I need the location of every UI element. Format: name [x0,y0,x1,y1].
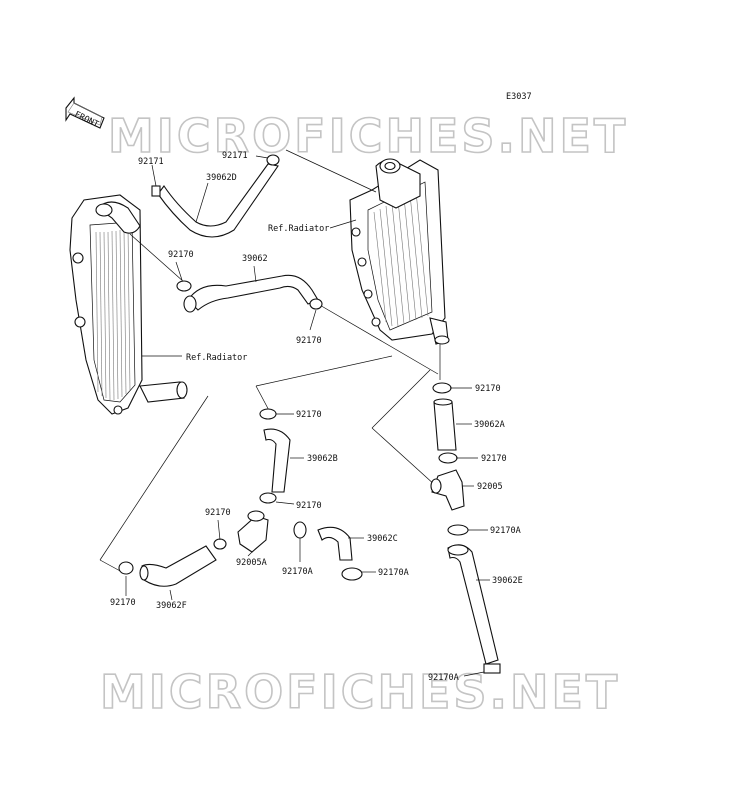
label-92170A-end: 92170A [428,673,459,683]
clamp-92170-mid-icon [309,298,323,310]
front-arrow-icon: FRONT [65,96,105,130]
clamp-92170-center-1-icon [259,408,277,420]
label-92005: 92005 [477,482,503,492]
hose-39062E [447,544,499,665]
label-39062C: 39062C [367,534,398,544]
label-92170A-bottom: 92170A [378,568,409,578]
hose-39062B [263,428,291,493]
clamp-92170A-lower-icon [293,521,307,539]
label-92170-mid: 92170 [296,336,322,346]
clamp-92170-left-fitting-icon [213,538,227,550]
clamp-92170-center-2-icon [259,492,277,504]
leader-lines [125,155,490,677]
clamp-92171-left-icon [151,185,161,197]
fitting-92005A [237,515,269,553]
hose-39062D [157,163,279,238]
label-92171-left: 92171 [138,157,164,167]
hose-39062F [141,545,217,587]
label-92170-bottom-left: 92170 [110,598,136,608]
clamp-92170A-right-icon [447,524,469,536]
label-39062B: 39062B [307,454,338,464]
label-92170-right-1: 92170 [475,384,501,394]
hose-39062A [433,401,457,451]
label-ref-radiator-right: Ref.Radiator [268,224,329,234]
clamp-92170A-end-icon [483,663,501,674]
label-92170-right-2: 92170 [481,454,507,464]
assembly-lines [99,149,441,573]
label-39062D: 39062D [206,173,237,183]
watermark-bottom: MICROFICHES.NET [100,665,620,719]
label-92170-center-1: 92170 [296,410,322,420]
label-92170-center-2: 92170 [296,501,322,511]
label-39062F: 39062F [156,601,187,611]
label-ref-radiator-left: Ref.Radiator [186,353,247,363]
clamp-92170-bottom-left-icon [118,561,134,575]
label-92170A-lower: 92170A [282,567,313,577]
clamp-92170-right-1-icon [432,382,452,394]
label-92170-left-fitting: 92170 [205,508,231,518]
label-39062A: 39062A [474,420,505,430]
diagram-id: E3037 [506,92,532,102]
clamp-92170-upper-left-icon [176,280,192,292]
label-39062: 39062 [242,254,268,264]
label-39062E: 39062E [492,576,523,586]
label-92170A-right: 92170A [490,526,521,536]
clamp-92170A-bottom-icon [341,567,363,581]
left-radiator [69,194,188,415]
label-92170-upper-left: 92170 [168,250,194,260]
label-92005A: 92005A [236,558,267,568]
label-92171-top: 92171 [222,151,248,161]
right-radiator [349,158,450,345]
watermark-top: MICROFICHES.NET [108,109,628,163]
hose-39062C [317,526,353,561]
clamp-92170-right-2-icon [438,452,458,464]
hose-39062 [187,274,319,311]
